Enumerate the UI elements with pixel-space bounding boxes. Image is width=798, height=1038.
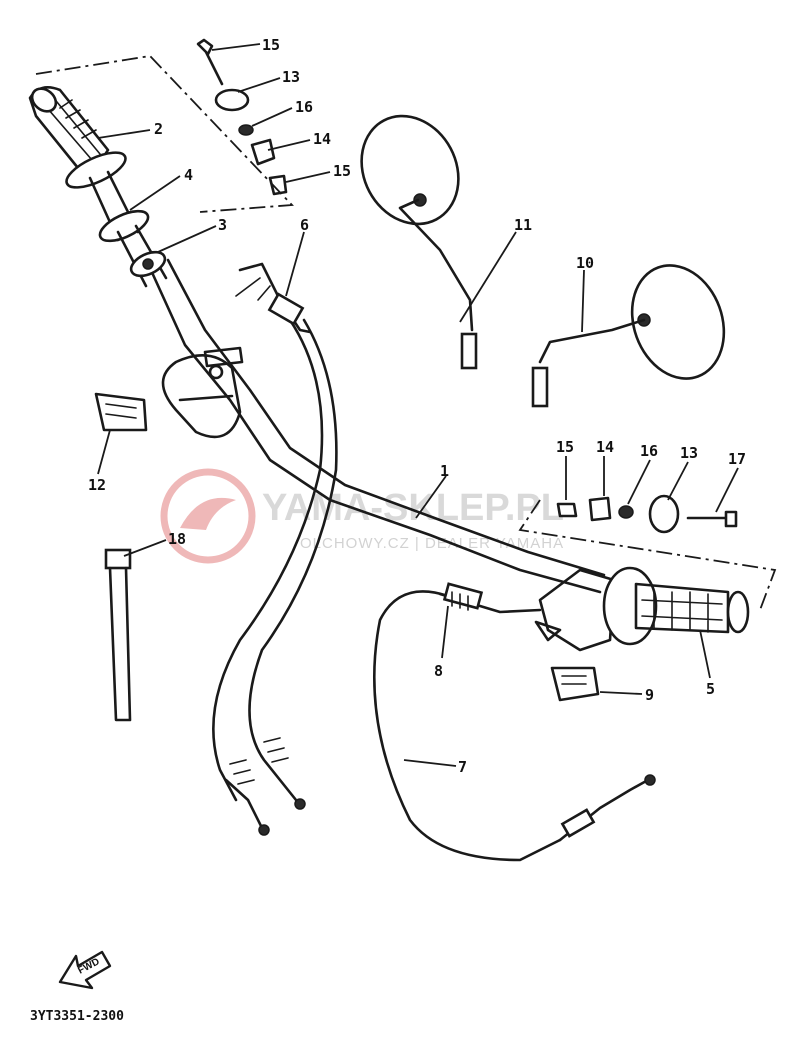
watermark: YAMA-SKLEP.PL OLCHOWY.CZ | DEALER YAMAHA bbox=[160, 468, 564, 564]
left-grip-part-2 bbox=[28, 86, 140, 242]
callout-17a: 15 bbox=[262, 36, 280, 54]
callout-16b: 16 bbox=[640, 442, 658, 460]
leader-lines bbox=[97, 43, 739, 767]
callout-18: 18 bbox=[168, 530, 186, 548]
handlebar-part-1 bbox=[148, 258, 606, 594]
callout-11: 11 bbox=[514, 216, 532, 234]
callout-7: 7 bbox=[458, 758, 467, 776]
nut-part-16a bbox=[238, 124, 254, 136]
spacer-part-14a bbox=[250, 138, 276, 166]
callout-2: 2 bbox=[154, 120, 163, 138]
callout-17b: 17 bbox=[728, 450, 746, 468]
callout-16a: 16 bbox=[295, 98, 313, 116]
watermark-logo-mark bbox=[180, 497, 236, 530]
watermark-main-text: YAMA-SKLEP.PL bbox=[262, 487, 564, 529]
throttle-cable-part-6 bbox=[212, 262, 338, 836]
callouts: 15 13 16 14 15 2 4 3 6 11 10 1 8 9 5 7 1… bbox=[88, 36, 746, 776]
callout-6: 6 bbox=[300, 216, 309, 234]
left-assembly-dashed-box bbox=[35, 55, 294, 213]
mirror-part-10 bbox=[531, 264, 726, 408]
callout-4: 4 bbox=[184, 166, 193, 184]
bolt-part-17a bbox=[196, 38, 224, 86]
switch-part-9 bbox=[550, 666, 600, 702]
callout-8: 8 bbox=[434, 662, 443, 680]
callout-3: 3 bbox=[218, 216, 227, 234]
bolt-part-17b bbox=[686, 510, 738, 528]
callout-15b: 15 bbox=[556, 438, 574, 456]
callout-9: 9 bbox=[645, 686, 654, 704]
right-mirror-hardware bbox=[556, 494, 738, 534]
left-mirror-hardware bbox=[196, 38, 288, 196]
adjuster-part-8 bbox=[438, 582, 542, 614]
clutch-cable-part-7 bbox=[373, 590, 656, 862]
nut-part-16b bbox=[618, 505, 634, 519]
cover-part-13b bbox=[648, 494, 680, 534]
callout-14b: 14 bbox=[596, 438, 614, 456]
mirror-part-11 bbox=[360, 114, 478, 370]
callout-13b: 13 bbox=[680, 444, 698, 462]
cable-tie-part-18 bbox=[104, 548, 132, 722]
callout-1: 1 bbox=[440, 462, 449, 480]
callout-12: 12 bbox=[88, 476, 106, 494]
callout-10: 10 bbox=[576, 254, 594, 272]
callout-13a: 13 bbox=[282, 68, 300, 86]
right-grip-part-5 bbox=[534, 566, 750, 652]
callout-5: 5 bbox=[706, 680, 715, 698]
fwd-arrow-icon: FWD bbox=[58, 950, 112, 990]
holder-part-3 bbox=[129, 250, 167, 278]
bushing-part-15b bbox=[556, 502, 578, 518]
bushing-part-15a bbox=[268, 174, 288, 196]
switch-part-12 bbox=[94, 392, 148, 432]
watermark-logo-icon bbox=[160, 468, 256, 564]
callout-14a: 14 bbox=[313, 130, 331, 148]
cover-part-13a bbox=[214, 88, 250, 112]
diagram-code: 3YT3351-2300 bbox=[30, 1009, 124, 1024]
callout-15a: 15 bbox=[333, 162, 351, 180]
spacer-part-14b bbox=[588, 496, 612, 522]
watermark-sub-text: OLCHOWY.CZ | DEALER YAMAHA bbox=[300, 535, 564, 552]
